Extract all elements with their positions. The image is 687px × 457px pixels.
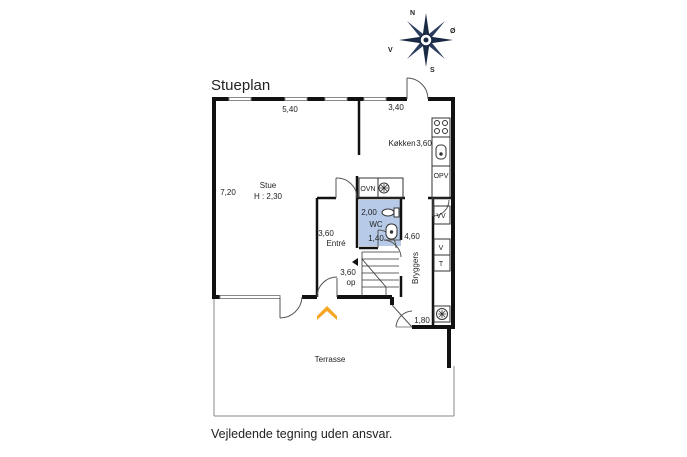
compass-s: S xyxy=(430,67,435,74)
wc-depth-label: 1,40 xyxy=(368,234,384,243)
stove-icon xyxy=(434,120,448,134)
toilet-icon xyxy=(381,207,400,218)
washer-icon xyxy=(433,305,451,323)
stair-direction-arrow xyxy=(352,258,358,266)
t-label: T xyxy=(439,261,444,268)
floor-title: Stueplan xyxy=(211,77,271,94)
terrasse-name-label: Terrasse xyxy=(315,355,346,364)
vv-label: VV xyxy=(436,213,446,220)
stue-depth-label: 7,20 xyxy=(220,188,236,197)
kokken-width-label: 3,40 xyxy=(388,103,404,112)
ovn-label: OVN xyxy=(360,186,375,193)
kokken-depth-label: 3,60 xyxy=(416,139,432,148)
stue-height-label: H : 2,30 xyxy=(254,192,283,201)
staircase xyxy=(361,251,399,297)
kokken-name-label: Køkken xyxy=(388,139,415,148)
bryggers-width-label: 1,80 xyxy=(414,316,430,325)
v-label: V xyxy=(439,245,444,252)
wc-width-label: 2,00 xyxy=(361,208,377,217)
doors xyxy=(279,77,450,328)
entre-name-label: Entré xyxy=(326,239,346,248)
kitchen-counter xyxy=(431,117,451,199)
compass-o: Ø xyxy=(450,28,456,35)
washbasin-icon xyxy=(385,223,398,240)
stue-name-label: Stue xyxy=(260,181,277,190)
opv-label: OPV xyxy=(434,173,449,180)
sink-icon xyxy=(435,144,447,160)
wc-name-label: WC xyxy=(369,220,383,229)
windows xyxy=(219,97,387,299)
entre-dim-label: 3,60 xyxy=(318,229,334,238)
oven-unit xyxy=(358,177,404,199)
stue-width-label: 5,40 xyxy=(282,105,298,114)
stairs-op-label: op xyxy=(347,278,356,287)
compass-v: V xyxy=(388,47,393,54)
compass-rose: N Ø S V xyxy=(388,10,456,74)
room-labels: 5,40 3,40 Køkken 3,60 OPV OVN 7,20 Stue … xyxy=(220,103,449,364)
entrance-arrow xyxy=(317,306,337,320)
bryggers-depth-label: 4,60 xyxy=(404,232,420,241)
utility-counter xyxy=(433,205,451,272)
disclaimer-text: Vejledende tegning uden ansvar. xyxy=(211,427,393,441)
bryggers-name-label: Bryggers xyxy=(411,252,420,284)
compass-n: N xyxy=(410,10,415,17)
stairs-dim-label: 3,60 xyxy=(340,268,356,277)
